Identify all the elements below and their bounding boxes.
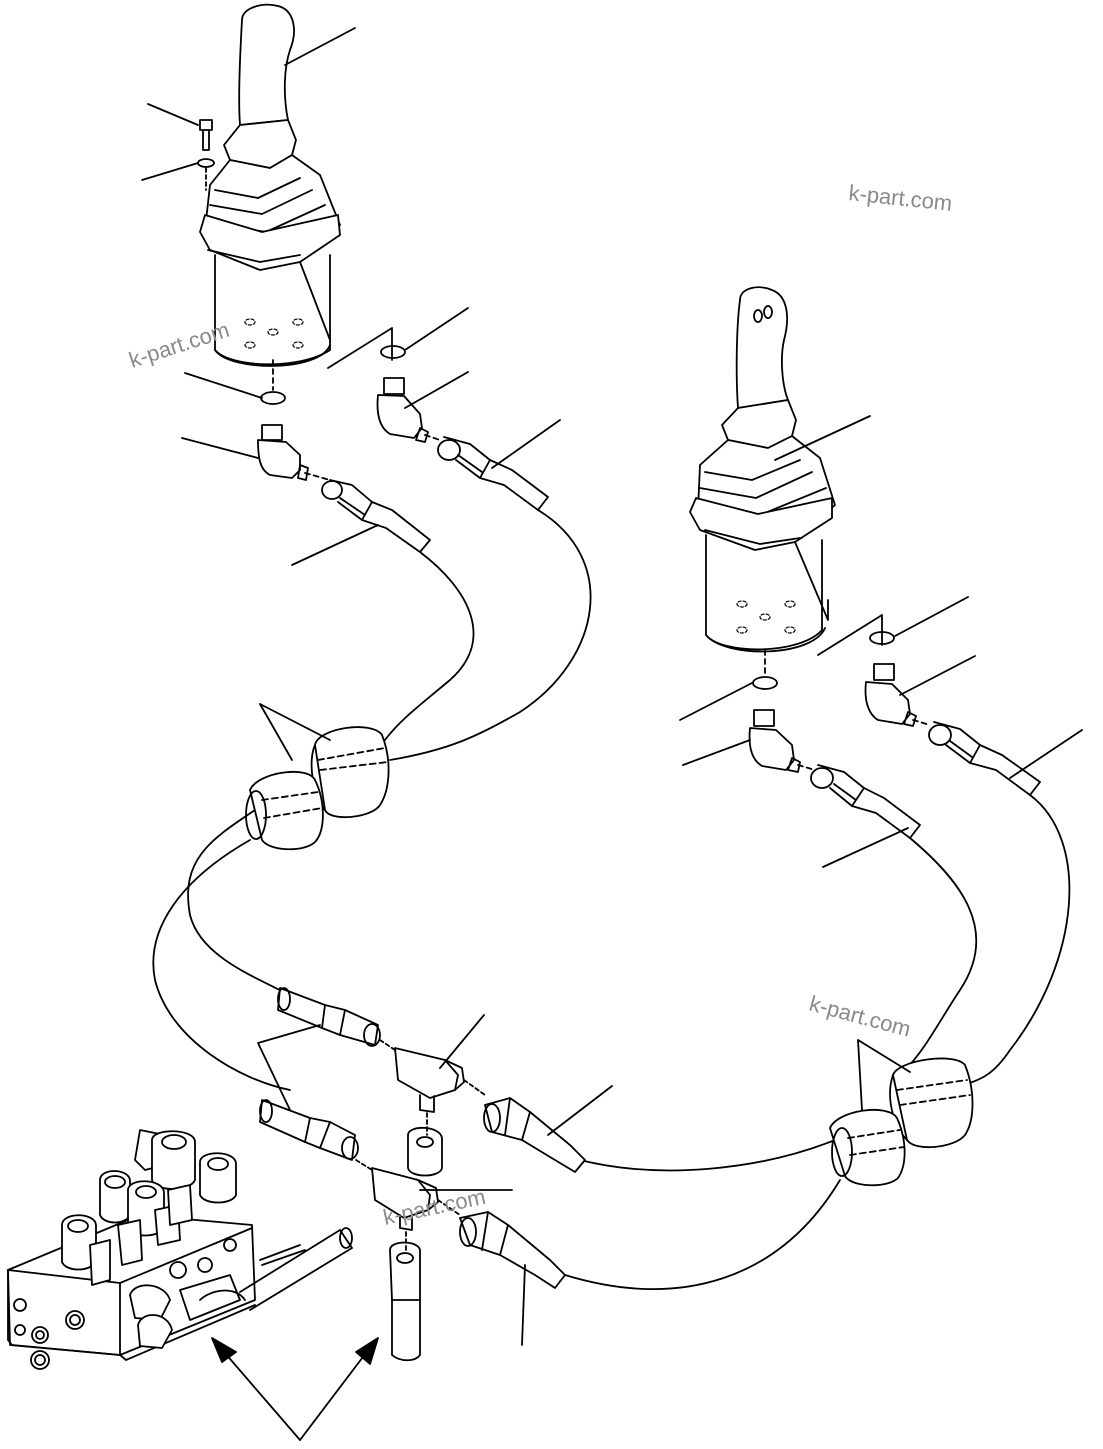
right-joystick-fitting-b: [817, 596, 1083, 796]
hose-lines: [152, 509, 1071, 1290]
assembly-arrows: [211, 1337, 379, 1441]
left-joystick-port-holes: [244, 318, 304, 349]
watermark-right-middle: k-part.com: [807, 991, 914, 1042]
watermark-left: k-part.com: [126, 317, 233, 373]
right-joystick-port-holes: [736, 600, 796, 634]
center-hose-ends: [257, 987, 613, 1362]
right-joystick-fitting-a: [679, 676, 921, 868]
watermarks: k-part.com k-part.com k-part.com k-part.…: [126, 180, 954, 1230]
right-joystick: [689, 286, 871, 676]
washer: [197, 158, 215, 168]
bolt: [199, 119, 213, 151]
watermark-top-right: k-part.com: [847, 180, 953, 216]
left-joystick: [141, 3, 356, 391]
control-valve-block: [7, 1129, 353, 1370]
left-joystick-fitting-a: [181, 372, 431, 566]
hose-protector-sleeves-right: [829, 1039, 974, 1187]
left-joystick-fitting-b: [327, 307, 561, 511]
hose-protector-sleeves-left: [245, 703, 390, 851]
